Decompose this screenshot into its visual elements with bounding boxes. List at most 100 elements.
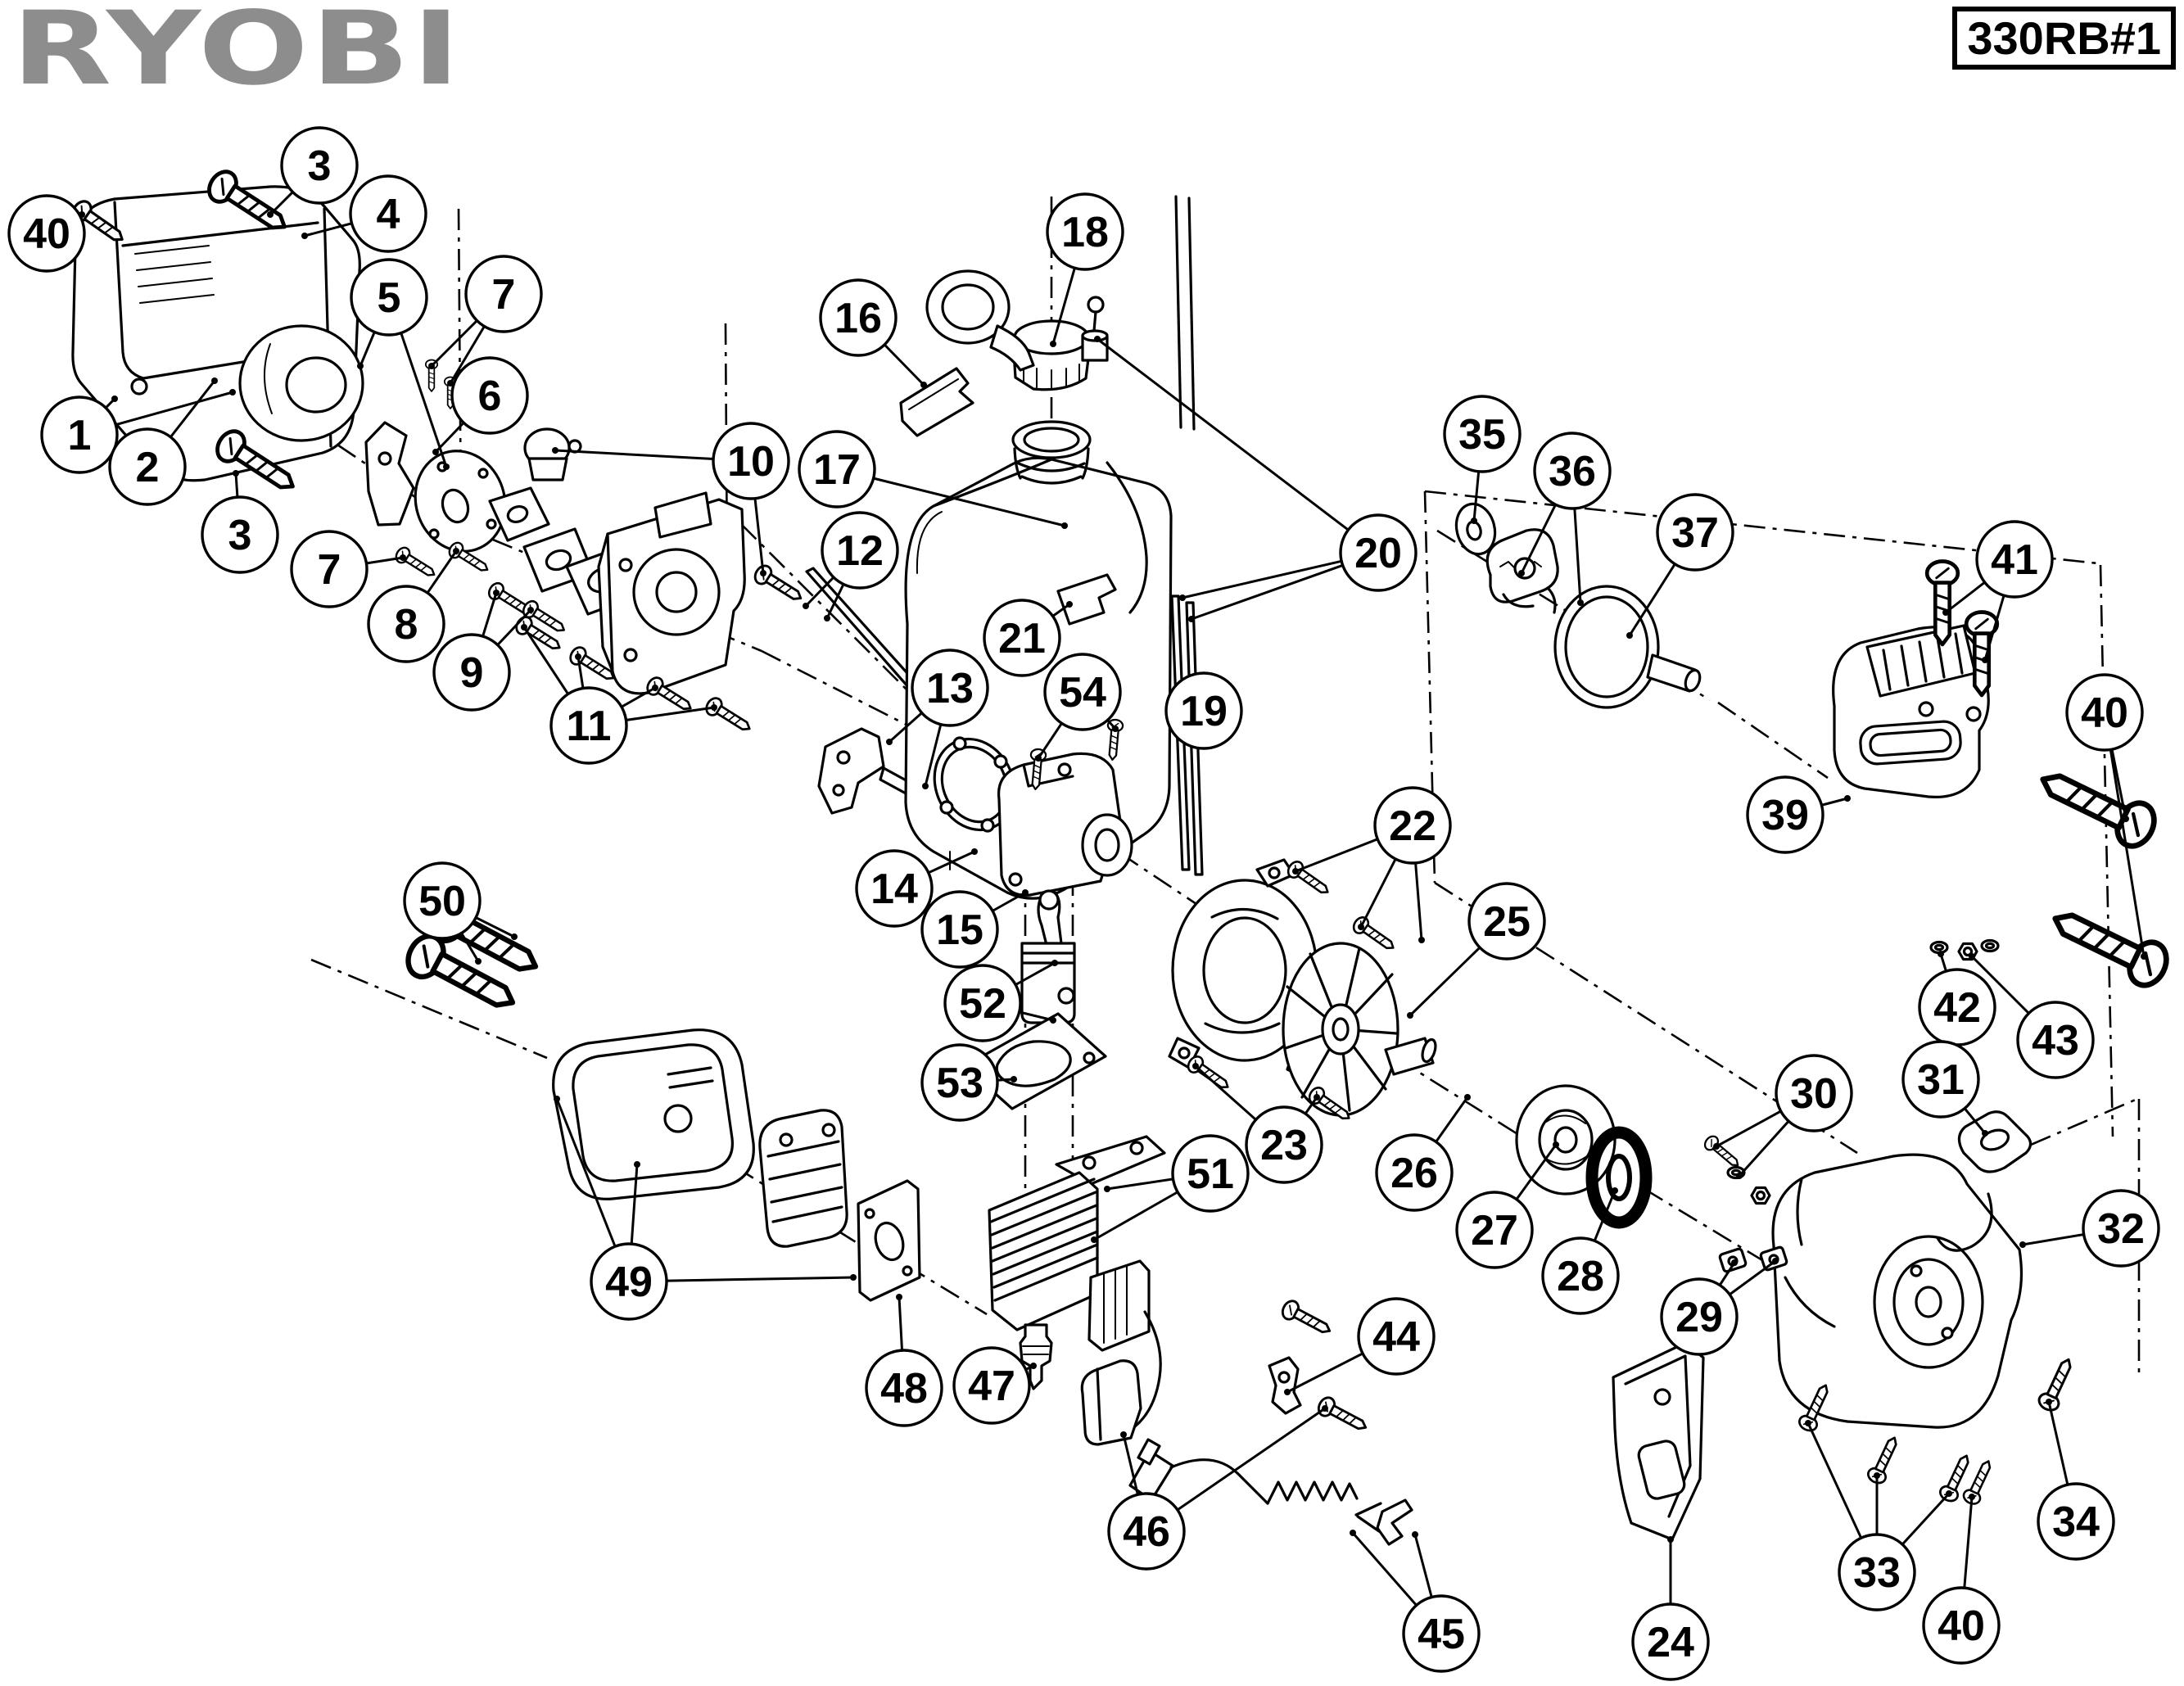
- ryobi-logo: RYOBI: [11, 0, 463, 108]
- callout-27: 27: [1455, 1141, 1559, 1269]
- callout-35: 35: [1443, 395, 1522, 524]
- callout-number: 46: [1123, 1508, 1170, 1556]
- leader-dot: [760, 570, 766, 576]
- callout-number: 3: [308, 142, 332, 190]
- axis-line: [310, 958, 548, 1060]
- callout-number: 6: [478, 373, 502, 420]
- callout-circle: [403, 861, 482, 940]
- callout-number: 12: [836, 527, 884, 575]
- callout-circle: [1533, 432, 1612, 510]
- leader-dot: [1011, 1076, 1017, 1083]
- callout-16: 16: [819, 278, 927, 388]
- callout-circle: [1455, 1191, 1534, 1269]
- callout-number: 54: [1059, 669, 1106, 716]
- leader-dot: [1667, 1536, 1674, 1543]
- callout-41: 41: [1942, 520, 2054, 663]
- callout-number: 18: [1061, 209, 1109, 256]
- leader-dot: [1612, 1187, 1618, 1194]
- callout-6: 6: [432, 356, 529, 455]
- callout-number: 13: [926, 665, 974, 712]
- callout-circle: [1375, 1133, 1454, 1212]
- callout-circle: [1631, 1602, 1710, 1681]
- callout-number: 40: [2081, 689, 2128, 737]
- clutch-washer-part: [1454, 502, 1497, 556]
- callout-circle: [1339, 513, 1418, 592]
- callout-circle: [821, 511, 899, 590]
- callout-number: 39: [1761, 792, 1809, 839]
- leader-dot: [2141, 953, 2147, 960]
- flywheel-pin-part: [1384, 1037, 1437, 1076]
- leader-dot: [920, 382, 927, 388]
- callout-circle: [1838, 1533, 1916, 1611]
- axis-line: [871, 1243, 988, 1316]
- leader-dot: [1982, 1130, 1988, 1137]
- callout-number: 48: [880, 1365, 928, 1413]
- leader-dot: [527, 607, 534, 613]
- callout-number: 37: [1671, 509, 1719, 557]
- leader-dot: [1969, 1494, 1975, 1500]
- leader-dot: [1091, 1236, 1097, 1243]
- callout-circle: [1467, 882, 1546, 961]
- leader-dot: [575, 653, 581, 660]
- leader-dot: [1050, 1017, 1056, 1024]
- callout-number: 30: [1790, 1070, 1838, 1118]
- leader-dot: [511, 933, 518, 940]
- callout-50: 50: [403, 861, 518, 965]
- leader-dot: [634, 1161, 640, 1168]
- muffler-part: [758, 1109, 848, 1248]
- leader-dot: [1314, 1094, 1320, 1101]
- callout-circle: [1043, 653, 1122, 731]
- callout-circle: [432, 633, 511, 712]
- leader-dot: [400, 554, 406, 561]
- leader-dot: [1061, 522, 1068, 529]
- leader-dot: [1874, 1472, 1880, 1479]
- callout-circle: [819, 278, 898, 357]
- leader-dot: [1844, 795, 1851, 802]
- callout-circle: [2037, 1482, 2115, 1561]
- callout-number: 8: [395, 601, 418, 649]
- leader-dot: [850, 1274, 857, 1281]
- callout-circle: [920, 1043, 999, 1122]
- callout-circle: [1443, 395, 1522, 473]
- callout-number: 7: [318, 546, 341, 594]
- callout-number: 16: [834, 295, 882, 342]
- leader-dot: [886, 739, 893, 745]
- callout-circle: [350, 258, 428, 337]
- callout-circle: [1245, 1105, 1323, 1184]
- leader-line: [1097, 337, 1379, 554]
- leader-dot: [1736, 1173, 1743, 1179]
- callout-number: 1: [68, 412, 92, 459]
- callout-number: 17: [813, 446, 861, 494]
- callout-circle: [590, 1242, 668, 1321]
- callout-19: 19: [1164, 671, 1243, 750]
- callout-1: 1: [40, 389, 236, 474]
- callout-number: 52: [959, 980, 1006, 1028]
- callout-circle: [2016, 1001, 2095, 1079]
- callout-circle: [1901, 1040, 1980, 1119]
- fuel-cap-part: [925, 269, 1091, 391]
- starter-hardware-parts: [1701, 1132, 1788, 1273]
- callout-28: 28: [1541, 1187, 1620, 1315]
- callout-11: 11: [521, 624, 717, 765]
- leader-dot: [1292, 868, 1299, 875]
- axis-line: [2099, 564, 2114, 1137]
- axis-line: [1644, 1187, 1771, 1267]
- callout-number: 28: [1557, 1253, 1604, 1300]
- axis-line: [1395, 1056, 1522, 1138]
- leader-dot: [1284, 1389, 1291, 1395]
- callout-26: 26: [1375, 1094, 1471, 1212]
- callout-circle: [1171, 1134, 1250, 1213]
- callout-number: 33: [1853, 1549, 1901, 1597]
- leader-dot: [803, 603, 809, 609]
- leader-dot: [2046, 1399, 2052, 1405]
- leader-dot: [1112, 725, 1119, 732]
- callout-circle: [1922, 1586, 2001, 1665]
- callout-13: 13: [886, 649, 989, 789]
- callout-17: 17: [798, 430, 1068, 529]
- callout-number: 10: [727, 438, 775, 486]
- leader-dot: [1969, 953, 1975, 960]
- leader-dot: [447, 380, 454, 386]
- callout-12: 12: [803, 511, 899, 622]
- callout-number: 31: [1917, 1056, 1965, 1104]
